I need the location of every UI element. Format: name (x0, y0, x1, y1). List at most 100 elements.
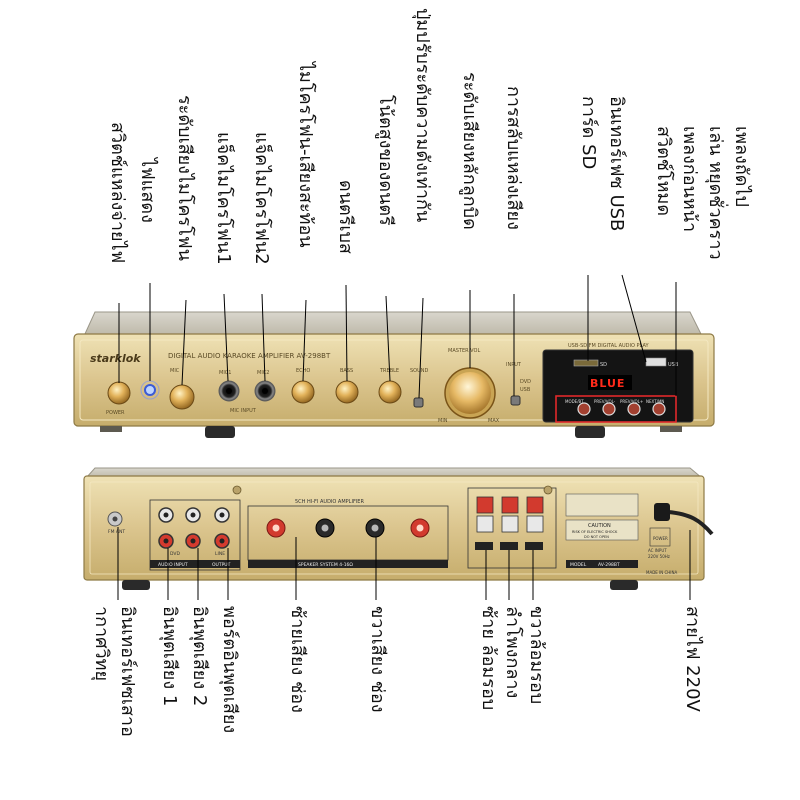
usb-slot-text: USB (668, 362, 679, 368)
label-right-channel: ขวาเสียง ช่อง (366, 606, 388, 713)
label-antenna: อินเทอร์เฟซเสาอ ากาศวิทยุ (88, 606, 140, 737)
sd-slot[interactable] (573, 359, 599, 367)
power-rear-text: POWER (653, 536, 668, 541)
label-line: ระดับเสียงไมโครโฟน (174, 95, 195, 261)
prev-key[interactable] (602, 402, 616, 416)
label-line: แจ็คไมโครโฟน1 (213, 132, 234, 265)
label-left-channel: ซ้ายเสียง ช่อง (286, 606, 308, 713)
key-label-1: PREV/VOL- (594, 399, 616, 404)
label-power-cable: สายไฟ 220V (681, 606, 703, 712)
model-text: MODEL (570, 562, 587, 568)
power-indicator-light (144, 384, 156, 396)
mic1-text: MIC1 (219, 370, 231, 376)
label-line: โน้ตสูงของดนตรี (375, 95, 396, 226)
brand-logo: starklok (90, 352, 141, 365)
label-speaker-terminals: ขวาล้อมรอบ ลำโพงกลาง ซ้าย ล้อมรอบ (476, 606, 548, 710)
usb-port[interactable] (645, 357, 667, 367)
label-line: เพลงถัดไป (731, 126, 752, 207)
made-in-text: MADE IN CHINA (646, 570, 677, 575)
label-line: เพลงก่อนหน้า (679, 126, 700, 233)
label-mic-jack-1: แจ็คไมโครโฟน1 (212, 132, 234, 265)
play-pause-key[interactable] (627, 402, 641, 416)
front-model-title: DIGITAL AUDIO KARAOKE AMPLIFIER AV-298BT (168, 352, 331, 360)
label-player-keys: เพลงถัดไป เล่น หยุดชั่วคราว เพลงก่อนหน้า… (650, 126, 754, 260)
player-title: USB-SD FM DIGITAL AUDIO PLAY (568, 343, 649, 349)
surround-center-terminals (475, 496, 544, 550)
front-panel: starklok DIGITAL AUDIO KARAOKE AMPLIFIER… (73, 311, 715, 438)
ac-input-text: AC INPUT (648, 548, 667, 553)
next-key[interactable] (652, 402, 666, 416)
echo-knob[interactable] (291, 380, 315, 404)
label-line: การสลับแหล่งเสียง (503, 86, 524, 230)
mic-input-text: MIC INPUT (230, 408, 257, 414)
mic-text: MIC (170, 368, 180, 374)
label-line: ซ้ายเสียง ช่อง (287, 606, 308, 713)
label-line: ากาศวิทยุ (91, 606, 112, 682)
fm-ant-text: FM ANT (108, 529, 125, 535)
label-line: อินเทอร์เฟซ USB (606, 96, 627, 232)
mic2-text: MIC2 (257, 370, 269, 376)
led-display: BLUE (590, 377, 625, 390)
player-keys: MODE/BT PREV/VOL- PREV/VOL+ NEXT/MN (565, 399, 666, 416)
label-line: ดนตรีเบส (335, 180, 356, 254)
label-audio-in-1: อินพุตเสียง 1 (158, 606, 180, 706)
rear-panel: FM ANT DVD LINE AUDIO INPUT OUTPUT 5CH H… (83, 467, 714, 590)
rca-inputs (158, 507, 230, 549)
flat-eq-button[interactable] (413, 397, 424, 408)
dvd-rear-text: DVD (170, 551, 180, 557)
label-audio-in-2: อินพุตเสียง 2 (188, 606, 210, 706)
master-text: MASTER VOL (448, 348, 480, 354)
model-no-text: AV-298BT (598, 562, 620, 568)
label-line: พอร์ตอินพุตเสียง (219, 606, 240, 734)
treble-knob[interactable] (378, 380, 402, 404)
label-line: อินพุตเสียง 1 (159, 606, 180, 707)
usb-text: USB (520, 387, 531, 393)
power-cord (654, 503, 670, 521)
label-line: ไฟแสดง (137, 158, 158, 223)
label-line: ไมโครโฟน-เสียงสะท้อน (295, 62, 316, 248)
label-line: ระดับเสียงหลักลูกบิด (459, 72, 480, 230)
label-mic-volume: ระดับเสียงไมโครโฟน (173, 95, 195, 261)
label-line: ลำโพงกลาง (502, 606, 523, 699)
do-not-open-text: DO NOT OPEN (584, 535, 609, 539)
caution-text: CAUTION (588, 523, 611, 529)
master-volume-knob[interactable] (449, 372, 491, 414)
output-text: OUTPUT (212, 562, 231, 568)
label-master-volume: ระดับเสียงหลักลูกบิด (458, 72, 480, 230)
mode-key[interactable] (577, 402, 591, 416)
max-text: MAX (488, 418, 500, 424)
label-line: การ์ด SD (578, 96, 599, 170)
label-line: ซ้าย ล้อมรอบ (478, 606, 499, 711)
sd-text: SD (600, 362, 607, 368)
bass-knob[interactable] (335, 380, 359, 404)
label-usb-sd: อินเทอร์เฟซ USB การ์ด SD (574, 96, 630, 231)
label-line: ขวาล้อมรอบ (526, 606, 547, 705)
label-power-switch: สวิตช์แหล่งจ่ายไฟ (106, 122, 128, 263)
label-line: สวิตช์โหมด (653, 126, 674, 217)
label-flat-eq: ปุ่มปรับระดับความดังเท่ากัน (411, 8, 433, 222)
label-mic-jack-2: แจ็คไมโครโฟน2 (250, 132, 272, 265)
audio-input-text: AUDIO INPUT (158, 562, 188, 568)
top-pointers (118, 274, 677, 399)
label-power-light: ไฟแสดง (136, 158, 158, 223)
label-line: สายไฟ 220V (682, 606, 703, 712)
power-text: POWER (106, 410, 125, 416)
ac-volt-text: 220V 50Hz (648, 554, 670, 559)
rear-title: 5CH HI-FI AUDIO AMPLIFIER (295, 499, 364, 505)
risk-text: RISK OF ELECTRIC SHOCK (572, 530, 618, 534)
source-switch-button[interactable] (510, 395, 521, 406)
label-line: อินพุตเสียง 2 (189, 606, 210, 707)
label-line: แจ็คไมโครโฟน2 (251, 132, 272, 265)
key-label-2: PREV/VOL+ (620, 399, 643, 404)
dvd-text: DVD (520, 379, 531, 385)
label-line: ขวาเสียง ช่อง (367, 606, 388, 713)
mic-volume-knob[interactable] (169, 384, 195, 410)
power-switch-knob[interactable] (107, 381, 131, 405)
speaker-system-text: SPEAKER SYSTEM 4-16Ω (298, 562, 353, 568)
label-line: เล่น หยุดชั่วคราว (705, 126, 726, 260)
min-text: MIN (438, 418, 448, 424)
key-label-0: MODE/BT (565, 399, 584, 404)
speaker-binding-posts (266, 518, 430, 538)
